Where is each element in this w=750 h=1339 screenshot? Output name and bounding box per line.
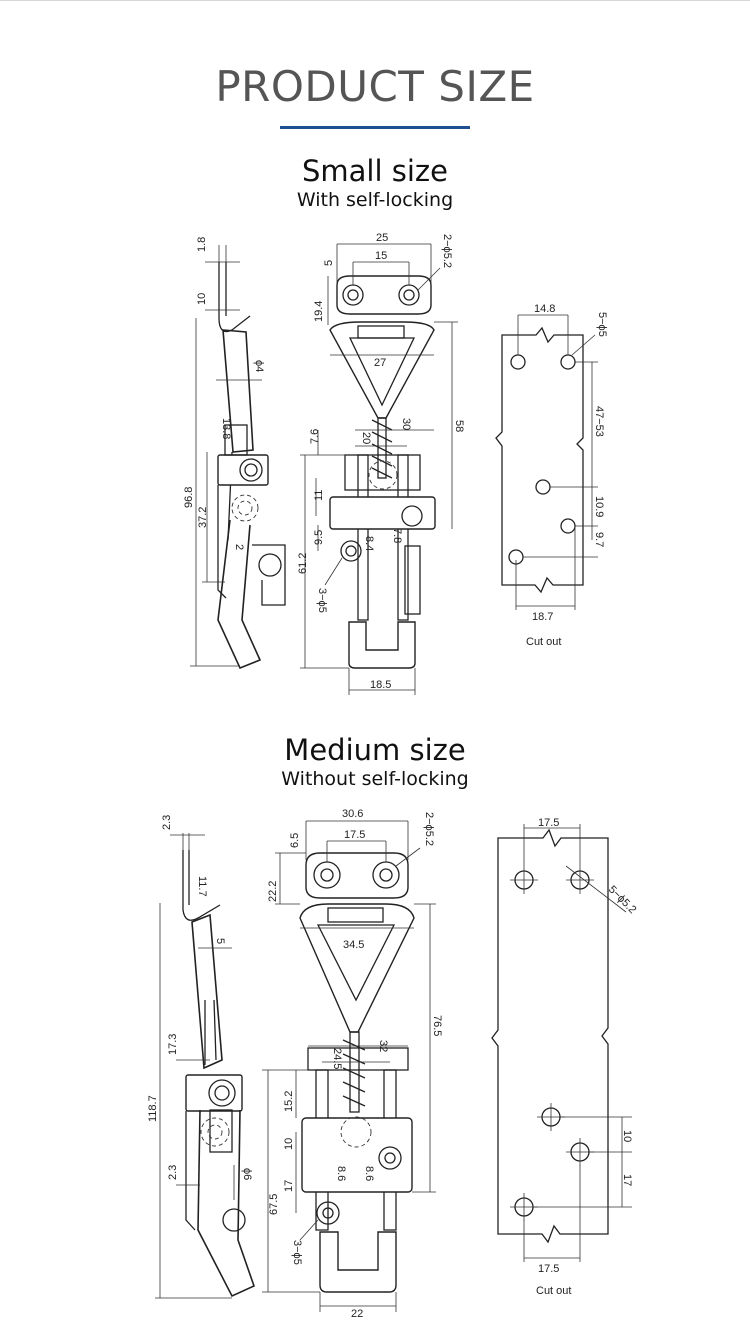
medium-front-h222: 22.2 xyxy=(267,881,279,902)
small-front-w20: 20 xyxy=(360,432,372,444)
medium-front-h17: 17 xyxy=(283,1180,295,1192)
medium-side-dim-5: 118.7 xyxy=(147,1095,159,1122)
medium-side-dim-4: 17.3 xyxy=(167,1034,179,1055)
small-side-dim-4: 13.8 xyxy=(220,418,232,439)
medium-cutout-h10: 10 xyxy=(621,1130,633,1142)
small-front-w30: 30 xyxy=(400,418,412,430)
medium-front-holes: 2−ϕ5.2 xyxy=(423,812,435,846)
small-front-d5: 5 xyxy=(323,260,335,266)
medium-front-w306: 30.6 xyxy=(342,808,363,820)
small-cutout-view: 14.8 5−ϕ5 47−53 10.9 9.7 18.7 Cut out xyxy=(495,303,608,648)
medium-front-d86b: 8.6 xyxy=(363,1166,375,1181)
small-front-h58: 58 xyxy=(453,420,465,432)
small-front-slot: 3−ϕ5 xyxy=(316,588,328,613)
small-cutout-h97: 9.7 xyxy=(593,532,605,547)
medium-front-w175: 17.5 xyxy=(344,829,365,841)
medium-side-view: 2.3 11.7 5 17.3 118.7 2.3 ϕ6 xyxy=(147,815,255,1299)
small-side-dim-6: 37.2 xyxy=(197,507,209,528)
small-cutout-h4753: 47−53 xyxy=(593,406,605,437)
small-side-view: 1.8 10 ϕ4 13.8 96.8 37.2 2 xyxy=(183,237,286,670)
small-cutout-w148: 14.8 xyxy=(534,303,555,315)
small-side-dim-5: 96.8 xyxy=(183,487,195,508)
medium-size-title: Medium size xyxy=(284,733,466,767)
small-side-dim-2: 10 xyxy=(196,293,208,305)
small-front-d78: 7.8 xyxy=(391,528,403,543)
small-cutout-w187: 18.7 xyxy=(532,611,553,623)
medium-front-slot: 3−ϕ5 xyxy=(291,1240,303,1265)
top-divider xyxy=(0,0,750,1)
small-front-w27: 27 xyxy=(374,357,386,369)
small-front-h76: 7.6 xyxy=(309,429,321,444)
small-front-h95: 9.5 xyxy=(313,530,325,545)
medium-cutout-h17: 17 xyxy=(621,1174,633,1186)
medium-side-dim-7: ϕ6 xyxy=(241,1168,253,1180)
small-front-view: 25 15 2−ϕ5.2 5 19.4 27 58 30 20 7.6 11 9… xyxy=(297,232,465,695)
small-front-h194: 19.4 xyxy=(313,301,325,322)
small-side-dim-1: 1.8 xyxy=(196,237,208,252)
medium-cutout-w175-bottom: 17.5 xyxy=(538,1263,559,1275)
small-cutout-label: Cut out xyxy=(526,636,561,648)
medium-front-view: 30.6 17.5 2−ϕ5.2 6.5 22.2 34.5 76.5 32 2… xyxy=(262,808,443,1320)
medium-side-dim-3: 5 xyxy=(214,938,226,944)
small-size-subtitle: With self-locking xyxy=(296,189,454,211)
medium-size-subtitle: Without self-locking xyxy=(281,768,469,790)
small-front-w15: 15 xyxy=(375,250,387,262)
medium-front-d65: 6.5 xyxy=(289,833,301,848)
medium-cutout-label: Cut out xyxy=(536,1285,571,1297)
small-cutout-h109: 10.9 xyxy=(593,496,605,517)
medium-front-h152: 15.2 xyxy=(283,1091,295,1112)
small-front-w25: 25 xyxy=(376,232,388,244)
small-front-h612: 61.2 xyxy=(297,553,309,574)
medium-front-w245: 24.5 xyxy=(331,1048,343,1069)
medium-front-w345: 34.5 xyxy=(343,939,364,951)
medium-front-h765: 76.5 xyxy=(431,1015,443,1036)
medium-side-dim-2: 11.7 xyxy=(196,876,208,897)
medium-front-d86a: 8.6 xyxy=(335,1166,347,1181)
title-underline xyxy=(280,126,470,129)
small-front-d84: 8.4 xyxy=(363,536,375,551)
medium-front-h10: 10 xyxy=(283,1138,295,1150)
medium-side-dim-6: 2.3 xyxy=(167,1165,179,1180)
small-side-dim-3: ϕ4 xyxy=(253,360,265,372)
small-size-title: Small size xyxy=(302,154,448,188)
small-front-w185: 18.5 xyxy=(370,679,391,691)
small-side-dim-7: 2 xyxy=(233,544,245,550)
medium-cutout-holes xyxy=(510,866,594,1221)
small-cutout-holes: 5−ϕ5 xyxy=(596,312,608,337)
small-front-holes: 2−ϕ5.2 xyxy=(441,234,453,268)
medium-front-w32: 32 xyxy=(377,1040,389,1052)
medium-cutout-w175-top: 17.5 xyxy=(538,817,559,829)
medium-front-w22: 22 xyxy=(351,1308,363,1320)
medium-front-h675: 67.5 xyxy=(268,1194,280,1215)
page-title: PRODUCT SIZE xyxy=(215,62,535,111)
small-front-h11: 11 xyxy=(313,490,325,501)
medium-cutout-view: 17.5 5−ϕ5.2 10 17 17.5 Cut out xyxy=(491,817,638,1297)
medium-side-dim-1: 2.3 xyxy=(161,815,173,830)
